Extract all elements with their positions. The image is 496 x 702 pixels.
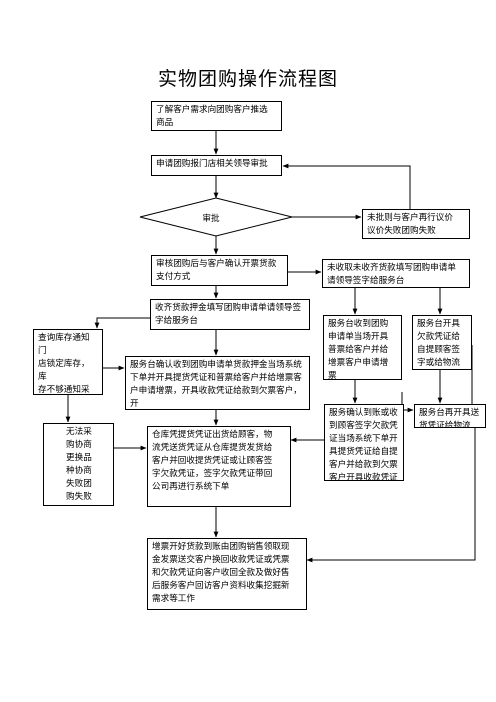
arrow-delivery-final: [306, 428, 476, 563]
arrow-reject-loop: [282, 163, 411, 209]
step-understand-needs: 了解客户需求向团购客户推选 商品: [151, 101, 282, 131]
step-apply-approval: 申请团购报门店相关领导审批: [151, 155, 282, 176]
page-title: 实物团购操作流程图: [157, 68, 338, 90]
step-check-stock: 查询库存通知门 店锁定库存，库 存不够通知采购: [33, 329, 103, 395]
approve-label: 审批: [202, 214, 220, 224]
step-desk-receipt: 服务台收到团购 申请单当场开具 普票给客户并给 增票客户申请增 票: [323, 315, 402, 380]
approve-diamond: [139, 197, 293, 237]
arrow-paid-check: [94, 317, 150, 329]
step-desk-issue: 服务台开具 欠款凭证给 自提顾客签 字或给物流: [412, 315, 472, 370]
step-confirm-payment: 审核团购后与客户确认开票货款 支付方式: [151, 255, 288, 286]
step-warehouse: 仓库凭提货凭证出货给顾客，物 流凭送货凭证从仓库提货发货给 客户并回收提货凭证或…: [147, 426, 291, 507]
step-desk-confirm2: 服务确认到账或收 到顾客签字欠款凭 证当场系统下单开 具提货凭证给自提 客户并给…: [324, 404, 404, 481]
step-final: 增票开好货款到账由团购销售领取现 金发票送交客户换回收款凭证或凭票 和欠款凭证向…: [147, 538, 307, 610]
step-purchase-fail: 无法采 购协商 更换品 种协商 失败团 购失败: [43, 423, 114, 506]
step-reject: 未批则与客户再行议价 议价失败团购失败: [362, 209, 470, 239]
step-paid: 收齐货款押金填写团购申请单请领导签 字给服务台: [150, 299, 310, 330]
step-unpaid: 未收取未收齐货款填写团购申请单 请领导签字给服务台: [322, 259, 470, 288]
step-desk-delivery: 服务台再开具送 货凭证给物流: [414, 404, 486, 428]
step-desk-confirm: 服务台确认收到团购申请单货款押金当场系统 下单并开具提货凭证和普票给客户并给增票…: [125, 356, 310, 410]
